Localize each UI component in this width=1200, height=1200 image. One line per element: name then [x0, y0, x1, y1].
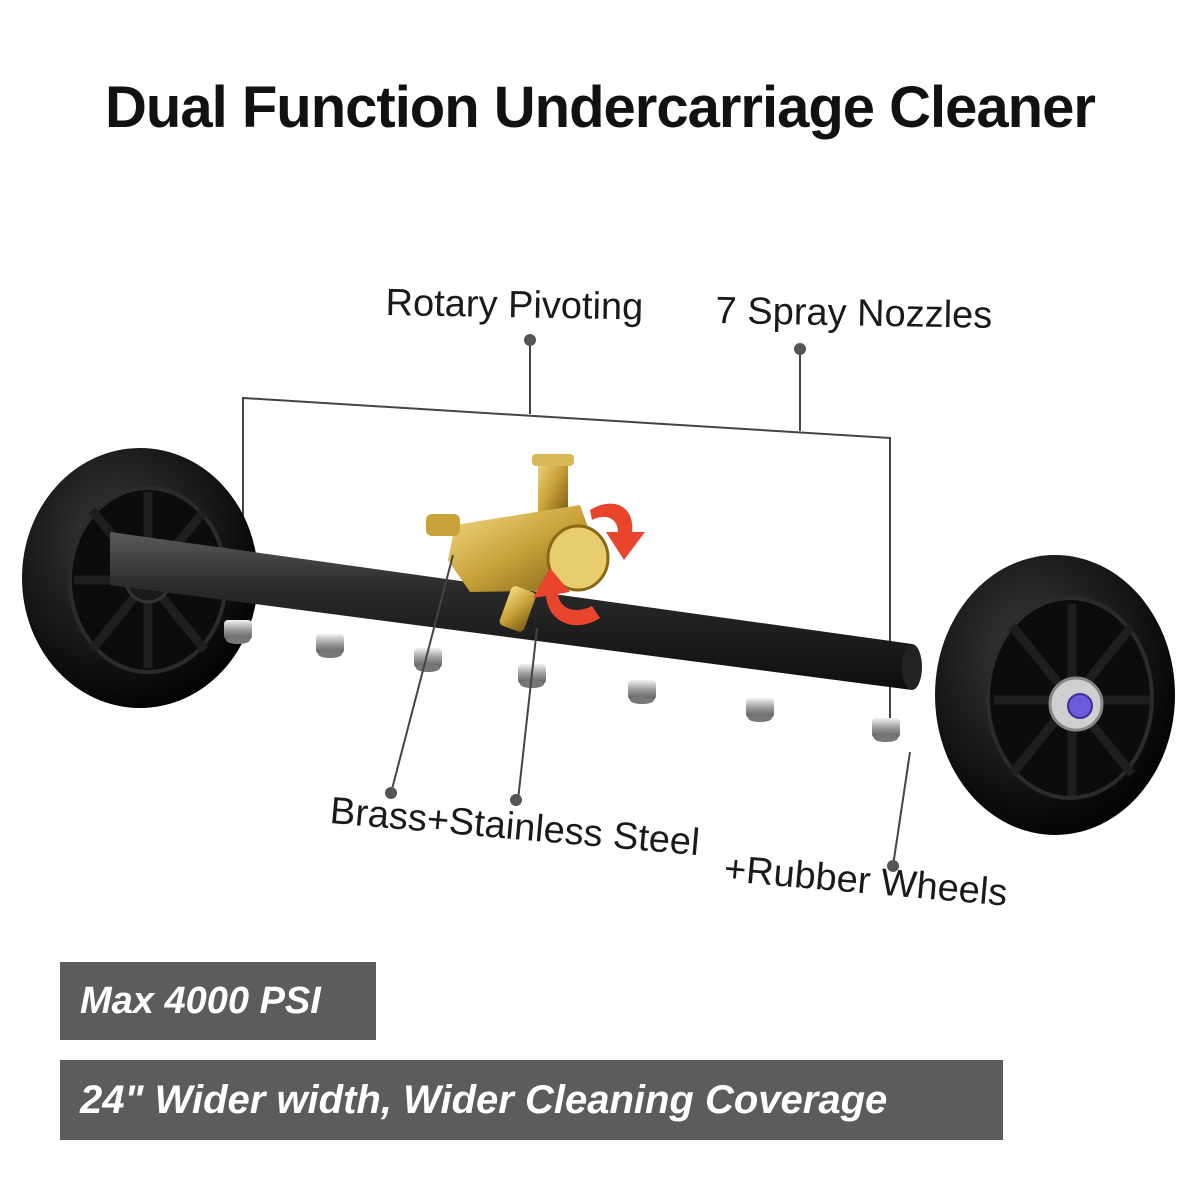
callout-bracket — [242, 340, 891, 720]
callout-dot-brass-2 — [510, 794, 522, 806]
callout-spray-nozzles: 7 Spray Nozzles — [715, 290, 993, 337]
width-coverage-badge: 24" Wider width, Wider Cleaning Coverage — [60, 1060, 1003, 1140]
max-psi-badge: Max 4000 PSI — [60, 962, 376, 1040]
brass-swivel-fitting — [426, 454, 610, 632]
callout-dot-nozzles — [794, 343, 806, 355]
callout-rotary-pivoting: Rotary Pivoting — [385, 282, 644, 329]
right-wheel — [935, 555, 1175, 835]
callout-leaders — [390, 554, 911, 867]
rotation-arrows-icon — [533, 503, 645, 626]
callout-dot-wheels — [887, 860, 899, 872]
callout-dot-rotary — [524, 334, 536, 346]
page-title: Dual Function Undercarriage Cleaner — [105, 75, 1096, 140]
callout-dot-brass-1 — [385, 787, 397, 799]
